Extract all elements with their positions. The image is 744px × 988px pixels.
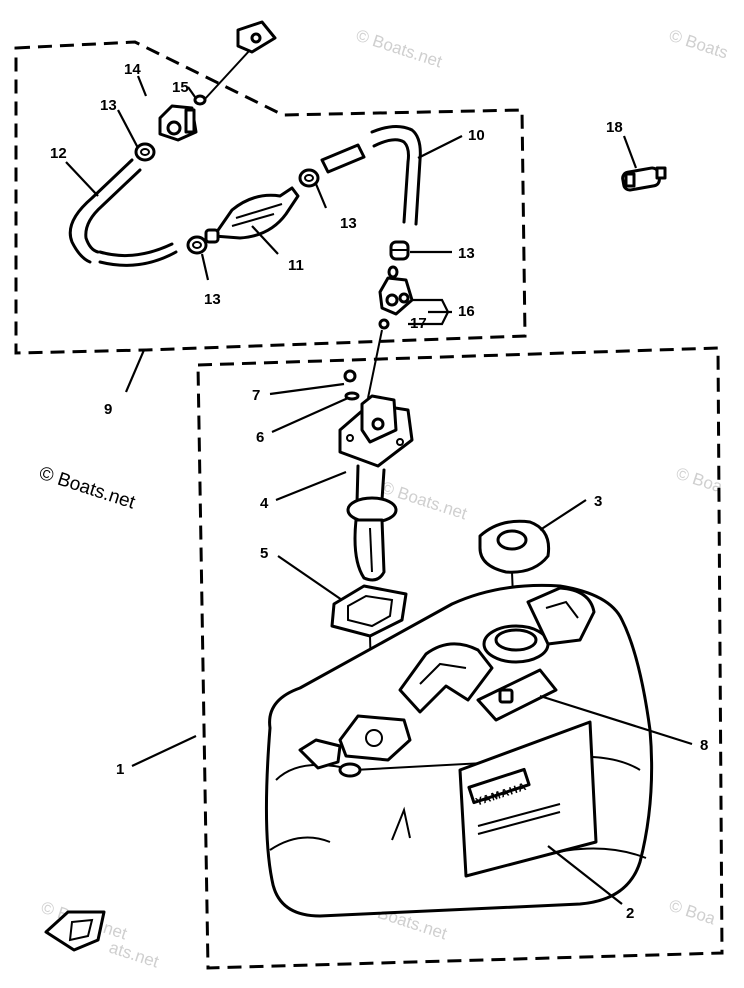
hose-clamp-13-icon bbox=[134, 142, 410, 261]
callout-5: 5 bbox=[260, 545, 268, 562]
fuel-tank-1-icon: YAMAHA bbox=[264, 583, 654, 918]
watermark-bottom-right: © Boa bbox=[667, 896, 719, 929]
callout-17: 17 bbox=[410, 315, 427, 332]
callout-14: 14 bbox=[124, 61, 141, 78]
callout-16: 16 bbox=[458, 303, 475, 320]
callout-4: 4 bbox=[260, 495, 269, 512]
fuel-hose-12-icon bbox=[68, 158, 178, 267]
fuel-hose-assembly-boundary bbox=[14, 40, 527, 355]
hose-segment-icon bbox=[320, 143, 366, 174]
fuel-hose-10-icon bbox=[370, 125, 422, 226]
callout-1: 1 bbox=[116, 761, 124, 778]
connector-top-icon bbox=[203, 20, 277, 101]
watermark-main: © Boats.net bbox=[36, 463, 138, 514]
leader-lines bbox=[65, 75, 693, 905]
fuel-pickup-4-icon bbox=[338, 369, 414, 582]
callout-3: 3 bbox=[594, 493, 602, 510]
callout-6: 6 bbox=[256, 429, 264, 446]
callout-13-b: 13 bbox=[340, 215, 357, 232]
watermark-logo-icon bbox=[44, 910, 106, 952]
hose-fitting-16-icon bbox=[367, 265, 414, 399]
fuel-tank-assembly-boundary bbox=[196, 346, 724, 970]
watermark-top: © Boats.net bbox=[354, 26, 445, 72]
fitting-18-icon bbox=[621, 166, 667, 192]
callout-2: 2 bbox=[626, 905, 634, 922]
callout-13-a: 13 bbox=[100, 97, 117, 114]
callout-13-d: 13 bbox=[458, 245, 475, 262]
callout-18: 18 bbox=[606, 119, 623, 136]
callout-12: 12 bbox=[50, 145, 67, 162]
callout-13-c: 13 bbox=[204, 291, 221, 308]
filler-cap-3-icon bbox=[478, 519, 551, 623]
hose-coupler-14-icon bbox=[158, 94, 207, 142]
watermark-footer: ats.net bbox=[107, 938, 162, 972]
callout-8: 8 bbox=[700, 737, 708, 754]
callout-10: 10 bbox=[468, 127, 485, 144]
callout-11: 11 bbox=[288, 257, 304, 274]
callout-9: 9 bbox=[104, 401, 112, 418]
callout-7: 7 bbox=[252, 387, 260, 404]
callout-15: 15 bbox=[172, 79, 189, 96]
watermark-top-right: © Boats bbox=[667, 26, 731, 63]
primer-bulb-11-icon bbox=[204, 186, 300, 244]
